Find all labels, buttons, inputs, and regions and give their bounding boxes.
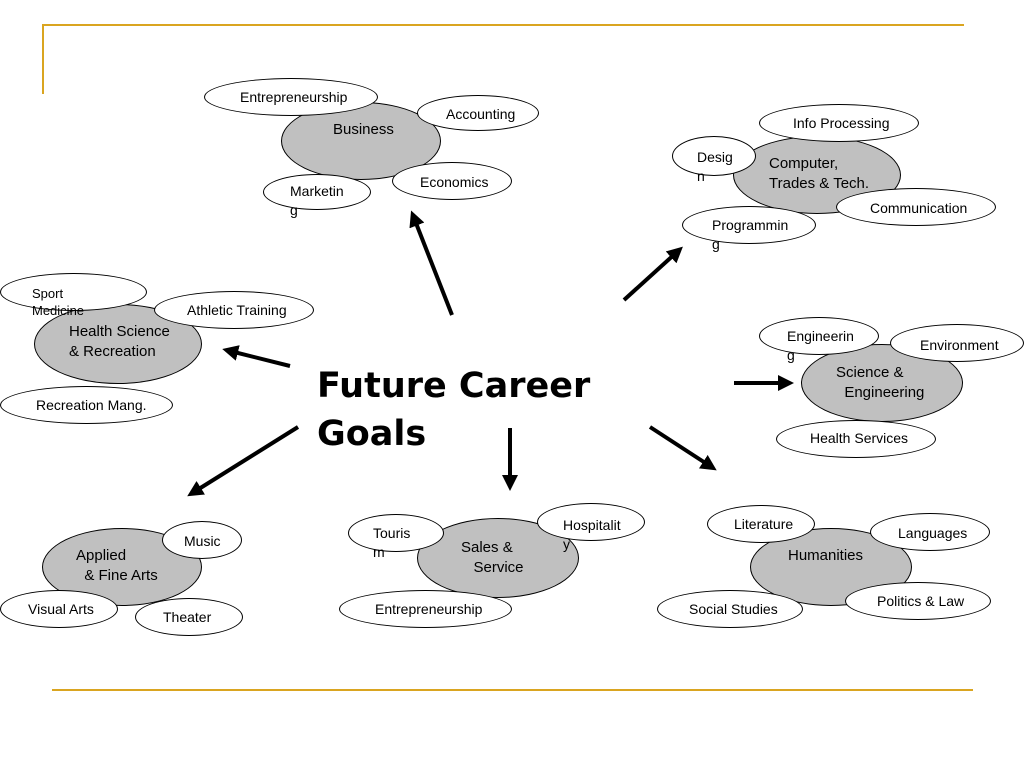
frame-left-line [42, 24, 44, 94]
entrepreneurship-bubble [204, 78, 378, 116]
environment-label: Environment [920, 337, 999, 353]
communication-bubble [836, 188, 996, 226]
engineering-bubble [759, 317, 879, 355]
sport-medicine-label: Sport Medicine [32, 286, 85, 318]
theater-label: Theater [163, 609, 212, 625]
tourism-bubble [348, 514, 444, 552]
marketing-label: Marketin g [290, 183, 344, 218]
sport-medicine-bubble [0, 273, 147, 311]
frame-bottom-line [52, 689, 973, 691]
politics-law-label: Politics & Law [877, 593, 965, 609]
economics-label: Economics [420, 174, 489, 190]
hospitality-label: Hospitalit y [563, 517, 621, 552]
literature-label: Literature [734, 516, 794, 532]
humanities-cluster-label: Humanities [788, 547, 864, 564]
arrow-to-arts [187, 425, 300, 497]
sales-service-cluster-label: Sales & Service [461, 539, 524, 576]
design-label: Desig n [697, 149, 733, 184]
languages-label: Languages [898, 525, 968, 541]
entrepreneurship-sales-bubble [339, 590, 512, 628]
frame-top-line [42, 24, 964, 26]
design-bubble [672, 136, 756, 176]
environment-bubble [890, 324, 1024, 362]
recreation-mang-bubble [0, 386, 173, 424]
science-engineering-cluster-label: Science & Engineering [836, 364, 925, 401]
athletic-training-label: Athletic Training [187, 302, 287, 318]
computer-cluster-label: Computer, Trades & Tech. [769, 155, 870, 192]
music-label: Music [184, 533, 221, 549]
literature-bubble [707, 505, 815, 543]
social-studies-bubble [657, 590, 803, 628]
entrepreneurship-sales-label: Entrepreneurship [375, 601, 483, 617]
health-science-cluster-label: Health Science & Recreation [69, 323, 170, 360]
tourism-label: Touris m [373, 525, 411, 560]
arrow-to-computer [622, 246, 683, 302]
social-studies-label: Social Studies [689, 601, 778, 617]
hospitality-bubble [537, 503, 645, 541]
recreation-mang-label: Recreation Mang. [36, 397, 147, 413]
visual-arts-bubble [0, 590, 118, 628]
programming-bubble [682, 206, 816, 244]
applied-arts-cluster-label: Applied & Fine Arts [76, 547, 158, 584]
arrow-to-humanities [648, 425, 717, 471]
languages-bubble [870, 513, 990, 551]
marketing-bubble [263, 174, 371, 210]
programming-label: Programmin g [712, 217, 789, 252]
arrow-to-health [222, 345, 291, 368]
economics-bubble [392, 162, 512, 200]
accounting-bubble [417, 95, 539, 131]
politics-law-bubble [845, 582, 991, 620]
theater-bubble [135, 598, 243, 636]
engineering-label: Engineerin g [787, 328, 854, 363]
diagram-title: Future Career Goals [317, 366, 591, 454]
accounting-label: Accounting [446, 106, 516, 122]
info-processing-bubble [759, 104, 919, 142]
entrepreneurship-label: Entrepreneurship [240, 89, 348, 105]
athletic-training-bubble [154, 291, 314, 329]
info-processing-label: Info Processing [793, 115, 890, 131]
visual-arts-label: Visual Arts [28, 601, 94, 617]
health-services-label: Health Services [810, 430, 909, 446]
music-bubble [162, 521, 242, 559]
communication-label: Communication [870, 200, 968, 216]
business-cluster-label: Business [333, 121, 394, 138]
arrow-to-business [409, 210, 454, 316]
health-services-bubble [776, 420, 936, 458]
